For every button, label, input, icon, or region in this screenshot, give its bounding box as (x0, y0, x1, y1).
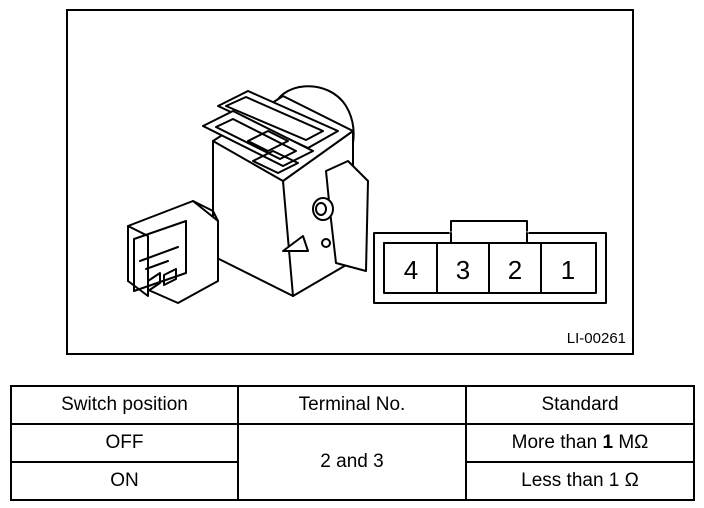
header-switch-position: Switch position (10, 385, 239, 425)
figure-id-label: LI-00261 (566, 330, 626, 347)
switch-illustration: 4 3 2 1 (127, 85, 607, 304)
terminal-2-label: 2 (508, 255, 522, 285)
table-header-row: Switch position Terminal No. Standard (10, 385, 695, 425)
header-standard: Standard (465, 385, 695, 425)
terminal-cell: 2 and 3 (237, 423, 467, 501)
terminal-4-label: 4 (404, 255, 418, 285)
terminal-3-label: 3 (456, 255, 470, 285)
terminal-1-label: 1 (561, 255, 575, 285)
standard-on-prefix: Less than 1 (521, 470, 625, 491)
terminal-connector-diagram (373, 220, 607, 304)
table-row: ON Less than 1 Ω (10, 461, 695, 501)
position-off: OFF (10, 423, 239, 463)
standard-off: More than 1 MΩ (465, 423, 695, 463)
standard-off-unit: MΩ (613, 432, 649, 453)
header-terminal-no: Terminal No. (237, 385, 467, 425)
table-row: OFF 2 and 3 More than 1 MΩ (10, 423, 695, 501)
standard-on: Less than 1 Ω (465, 461, 695, 501)
specification-table: Switch position Terminal No. Standard OF… (10, 385, 695, 501)
standard-off-prefix: More than (511, 432, 603, 453)
standard-on-unit: Ω (624, 470, 639, 491)
standard-off-value: 1 (602, 432, 614, 453)
position-on: ON (10, 461, 239, 501)
connector-figure: 4 3 2 1 LI-00261 (66, 9, 634, 355)
